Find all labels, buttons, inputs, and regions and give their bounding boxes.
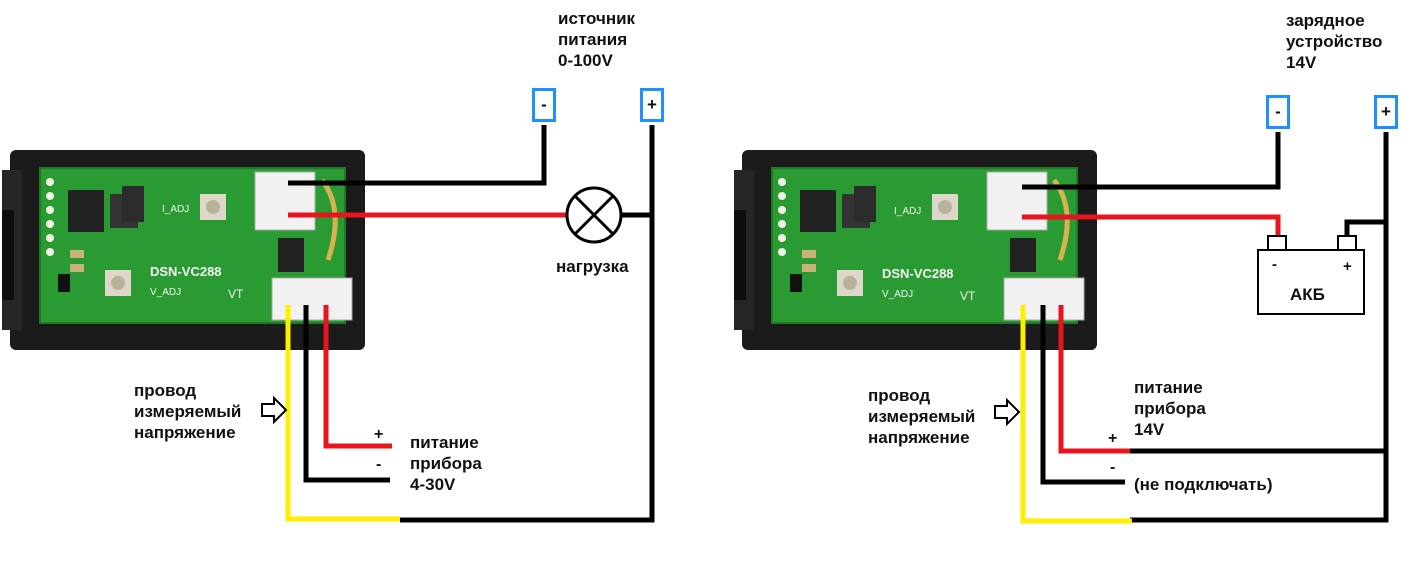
right-power-line-1: питание: [1134, 378, 1203, 397]
right-power-line-3: 14V: [1134, 420, 1165, 439]
right-no-connect-label: (не подключать): [1134, 475, 1273, 494]
left-arrow-icon: [261, 395, 288, 425]
left-board-label: DSN-VC288: [150, 264, 222, 279]
right-wire-charger-plus: [1130, 132, 1389, 523]
battery-plus-sign: +: [1343, 258, 1352, 275]
right-charger-line-3: 14V: [1286, 53, 1317, 72]
left-measure-line-3: напряжение: [134, 423, 236, 442]
left-source-line-1: источник: [558, 9, 636, 28]
right-wire-measure: [1020, 305, 1132, 524]
battery-icon: [1257, 235, 1365, 315]
right-charger-label: зарядное устройство 14V: [1286, 10, 1382, 73]
left-wire-plus-sign: +: [374, 426, 384, 443]
right-wire-minus-sign: -: [1110, 459, 1116, 476]
right-board-vt: VT: [960, 289, 976, 303]
right-arrow-icon: [994, 397, 1021, 427]
right-board-label: DSN-VC288: [882, 266, 954, 281]
load-lamp-icon: [565, 186, 623, 244]
right-terminal-minus: -: [1266, 95, 1290, 129]
right-wire-battery-plus: [1344, 219, 1386, 236]
right-wire-plus-sign: +: [1108, 430, 1118, 447]
battery-label: АКБ: [1290, 285, 1325, 304]
left-terminal-minus: -: [532, 88, 556, 122]
right-board-v-adj: V_ADJ: [882, 289, 913, 300]
left-terminal-plus: +: [640, 88, 664, 122]
right-measure-line-3: напряжение: [868, 428, 970, 447]
right-charger-line-2: устройство: [1286, 32, 1383, 51]
right-wire-power-minus: [1040, 305, 1125, 485]
right-measure-line-2: измеряемый: [868, 407, 976, 426]
left-measure-line-2: измеряемый: [134, 402, 242, 421]
left-board-v-adj: V_ADJ: [150, 287, 181, 298]
left-wire-source-plus: [400, 125, 655, 523]
battery-minus-sign: -: [1272, 256, 1277, 273]
right-power-label: питание прибора 14V: [1134, 377, 1206, 440]
left-measure-label: провод измеряемый напряжение: [134, 380, 241, 443]
left-source-line-3: 0-100V: [558, 51, 613, 70]
left-board-i-adj: I_ADJ: [162, 204, 189, 215]
right-board-i-adj: I_ADJ: [894, 206, 921, 217]
left-board-vt: VT: [228, 287, 244, 301]
right-terminal-plus: +: [1374, 95, 1398, 129]
left-power-line-3: 4-30V: [410, 475, 456, 494]
right-power-line-2: прибора: [1134, 399, 1206, 418]
left-wire-power-minus: [303, 305, 390, 483]
left-power-line-1: питание: [410, 433, 479, 452]
right-measure-label: провод измеряемый напряжение: [868, 385, 975, 448]
left-wire-minus-sign: -: [376, 456, 382, 473]
right-wire-power-plus: [1058, 305, 1130, 454]
left-wire-power-plus: [323, 305, 392, 449]
left-power-label: питание прибора 4-30V: [410, 432, 482, 495]
left-power-line-2: прибора: [410, 454, 482, 473]
left-source-label: источник питания 0-100V: [558, 8, 635, 71]
left-wire-measure: [285, 305, 400, 522]
left-source-line-2: питания: [558, 30, 628, 49]
right-charger-line-1: зарядное: [1286, 11, 1365, 30]
left-pcb-module: [2, 150, 365, 350]
right-wire-to-battery: [1022, 214, 1281, 236]
left-wire-source-minus: [288, 125, 547, 186]
right-measure-line-1: провод: [868, 386, 931, 405]
right-wire-charger-minus: [1022, 132, 1281, 190]
left-measure-line-1: провод: [134, 381, 197, 400]
left-load-label: нагрузка: [556, 257, 629, 276]
